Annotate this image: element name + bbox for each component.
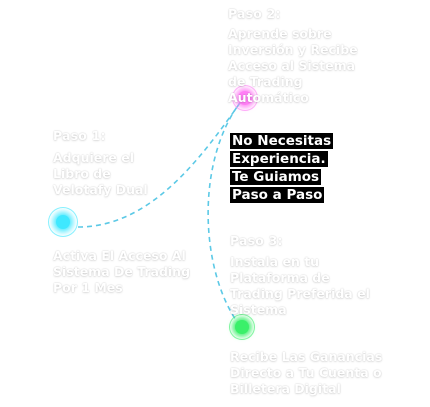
step1-footer: Activa El Acceso Al Sistema De Trading P… <box>53 248 191 295</box>
center-message-line-4: Paso a Paso <box>230 187 325 203</box>
step1-label: Paso 1: <box>53 128 106 143</box>
center-message-line-3: Te Guiamos <box>230 169 322 185</box>
step2-description: Aprende sobre Inversión y Recibe Acceso … <box>228 26 358 105</box>
step3-node <box>235 320 249 334</box>
step2-label: Paso 2: <box>228 6 281 21</box>
center-message-line-2: Experiencia. <box>230 151 328 167</box>
center-message: No Necesitas Experiencia. Te Guiamos Pas… <box>230 132 350 204</box>
step2-node <box>238 91 252 105</box>
step3-description: Instala en tu Plataforma de Trading Pref… <box>230 254 370 317</box>
step3-footer: Recibe Las Ganancias Directo a Tu Cuenta… <box>230 349 383 396</box>
step1-node <box>56 215 70 229</box>
step1-description: Adquiere el Libro de Velotafy Dual <box>53 150 148 197</box>
connector-step2-step3 <box>207 99 243 324</box>
step3-label: Paso 3: <box>230 233 283 248</box>
center-message-line-1: No Necesitas <box>230 133 334 149</box>
